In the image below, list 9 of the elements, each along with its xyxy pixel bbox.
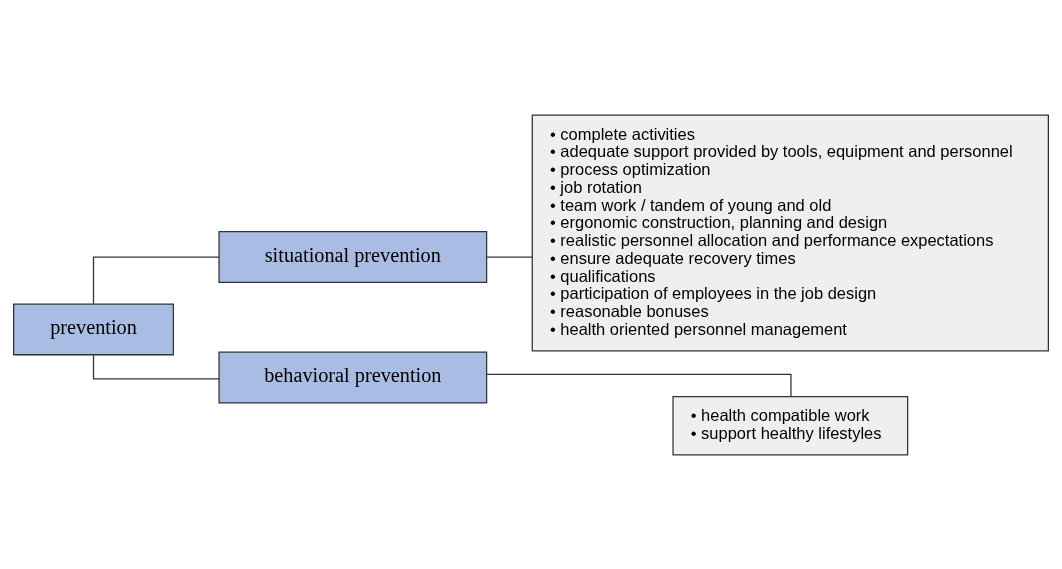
connector (92, 255, 220, 304)
node-box: prevention (12, 302, 175, 355)
node-box: situational prevention (218, 230, 488, 283)
connector (92, 354, 220, 379)
node-box: • health compatible work • support healthy lifestyles (672, 395, 909, 456)
node-box: • complete activities • adequate support provided by tools, equipment and personnel • process optimization • job rotation • team work / tandem of young and old • ergonomic construction, planning and design • realistic personnel allocation and performance expectations • ensure adequate recovery times • qualifications • participation of employees in the job design • reasonable bonuses • health oriented personnel management (531, 113, 1050, 352)
connector (486, 373, 792, 397)
connector (486, 255, 533, 258)
node-box: behavioral prevention (218, 351, 488, 404)
